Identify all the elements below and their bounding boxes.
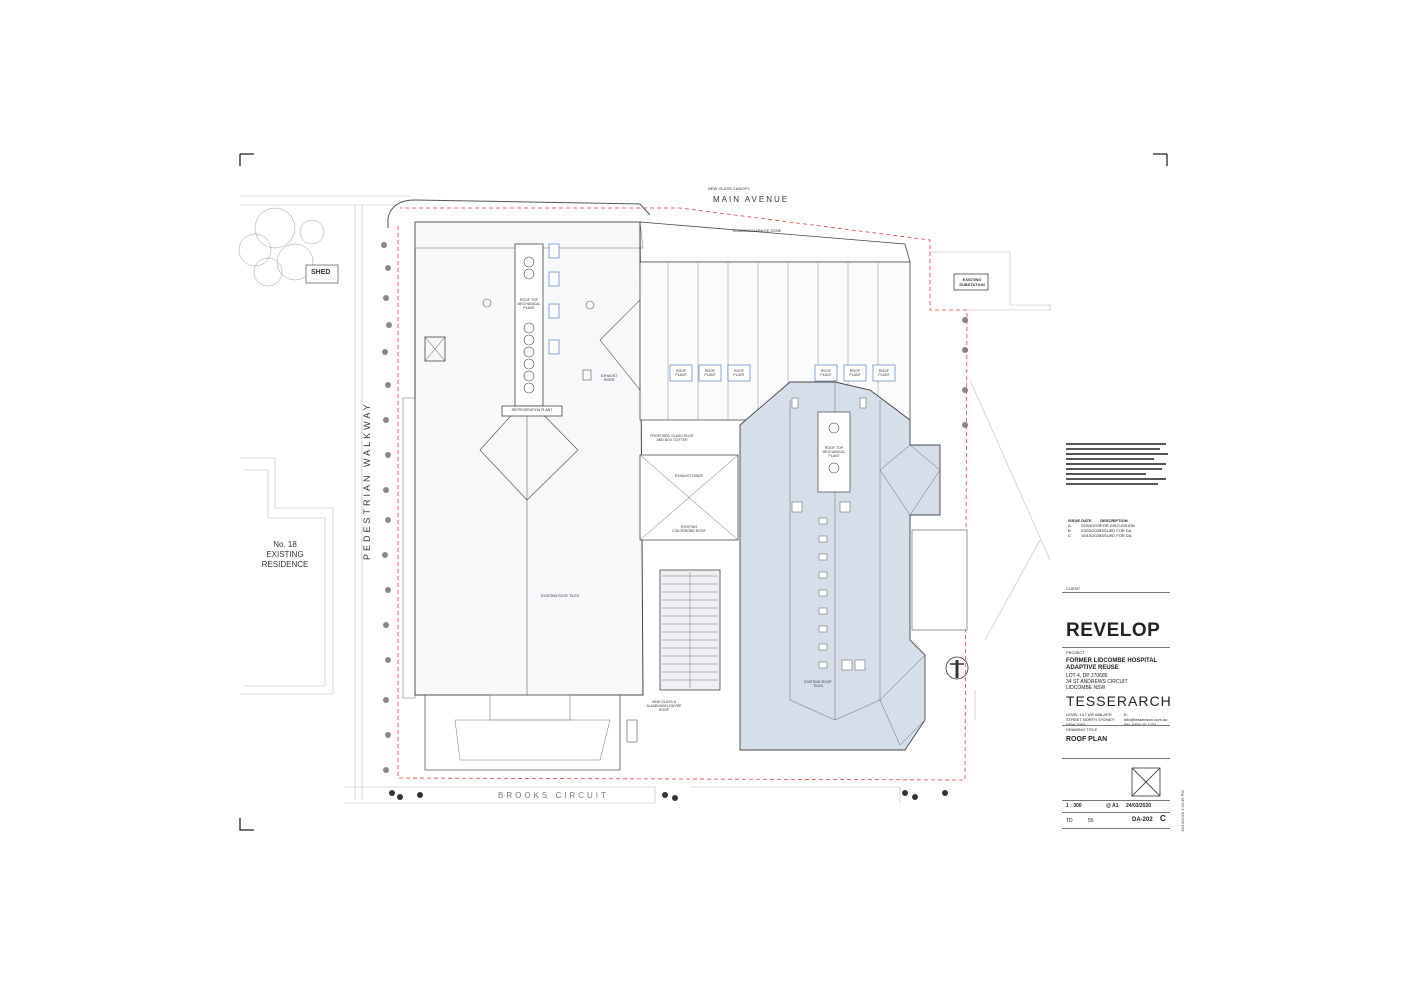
general-notes xyxy=(1066,440,1170,488)
west-roof-label: EXISTING ROOF TILES xyxy=(540,594,580,598)
issue-desc: FOR DISCUSSION xyxy=(1100,523,1135,528)
skylights xyxy=(791,397,867,671)
west-hvac-units xyxy=(548,243,560,355)
setback-note: LOADING/GARAGE ZONE xyxy=(733,228,782,233)
walkway-label: PEDESTRIAN WALKWAY xyxy=(362,401,372,560)
substation-line1: EXISTING xyxy=(962,277,982,282)
issue-row: C 15/10/2020 ISSUED FOR DA xyxy=(1068,533,1135,538)
issue-col-rev: ISSUE xyxy=(1068,518,1081,523)
project-number: TD xyxy=(1066,818,1073,824)
tree-canopy xyxy=(238,207,325,287)
sheet-number: 55 xyxy=(1088,818,1094,824)
architect-address: LEVEL 14 / 100 WALKER STREET NORTH SYDNE… xyxy=(1066,712,1115,727)
roof-unit-label-4: ROOF PLANT xyxy=(820,369,832,377)
issue-table: ISSUE DATE DESCRIPTION A 02/03/2020 FOR … xyxy=(1068,518,1135,538)
east-roof-label: EXISTING ROOF TILES xyxy=(804,680,832,688)
drawing-number: DA-202 xyxy=(1132,817,1153,823)
issue-header: ISSUE DATE DESCRIPTION xyxy=(1068,518,1135,523)
street-plants xyxy=(389,790,948,801)
shed-outline xyxy=(305,264,339,284)
west-plant-label: ROOF TOP MECHANICAL PLANT xyxy=(517,298,541,310)
scale: 1 : 300 xyxy=(1066,803,1082,809)
project-caption: PROJECT xyxy=(1066,650,1085,655)
substation-label: EXISTING SUBSTATION xyxy=(955,277,989,287)
issue-rev: B xyxy=(1068,528,1071,533)
crop-mark-tl xyxy=(239,153,254,166)
architect-logo: TESSERARCH xyxy=(1066,693,1172,709)
architect-contact: E: info@tesserarch.com.au PH: 8459 20 12… xyxy=(1124,712,1168,727)
refrigeration-label: REFRIGERATION PLANT xyxy=(511,408,553,412)
roof-unit-label-3: ROOF PLANT xyxy=(733,369,745,377)
sheet-size: @ A1 xyxy=(1106,803,1119,809)
north-arrow-title xyxy=(1131,767,1161,797)
drawing-caption: DRAWING TITLE xyxy=(1066,727,1098,732)
client-name: REVELOP xyxy=(1066,620,1161,641)
issue-rev: A xyxy=(1068,523,1071,528)
canopy-outline xyxy=(387,199,651,228)
roof-unit-label-1: ROOF PLANT xyxy=(675,369,687,377)
west-exhaust-label: EXHAUST RISER xyxy=(600,374,618,382)
street-name-top: MAIN AVENUE xyxy=(713,195,790,204)
issue-date: 02/03/2020 xyxy=(1081,523,1102,528)
issue-row: B 23/03/2020 ISSUED FOR DA xyxy=(1068,528,1135,533)
title-block: ISSUE DATE DESCRIPTION A 02/03/2020 FOR … xyxy=(1062,440,1174,840)
issue-date: 24/03/2020 xyxy=(1126,803,1152,809)
neighbour-line1: No. 18 xyxy=(273,540,297,549)
issue-date: 15/10/2020 xyxy=(1081,533,1102,538)
print-stamp: 15/10/2020 3:30:45 PM xyxy=(1180,790,1185,832)
issue-col-date: DATE xyxy=(1081,518,1092,523)
north-arrow-site xyxy=(945,656,969,680)
crop-mark-tr xyxy=(1153,153,1168,166)
east-wing xyxy=(739,380,968,751)
site-boundary xyxy=(397,207,968,781)
project-line4: 34 ST ANDREWS CIRCUIT xyxy=(1066,679,1128,685)
canopy-note: NEW GLASS CANOPY xyxy=(708,186,750,191)
issue-row: A 02/03/2020 FOR DISCUSSION xyxy=(1068,523,1135,528)
roof-unit-label-6: ROOF PLANT xyxy=(878,369,890,377)
neighbour-line3: RESIDENCE xyxy=(261,560,309,569)
substation-outline xyxy=(953,273,989,291)
roof-unit-label-5: ROOF PLANT xyxy=(849,369,861,377)
centre-wing xyxy=(599,221,911,691)
project-line5: LIDCOMBE NSW xyxy=(1066,685,1106,691)
issue-rev: C xyxy=(1068,533,1071,538)
louvre-label: NEW GLASS & ALUMINIUM LOUVRE ROOF xyxy=(646,700,682,712)
shed-label: SHED xyxy=(311,269,331,276)
glass-roof-label: PROPOSED GLASS ROOF AND BOX GUTTER xyxy=(650,434,694,442)
issue-col-desc: DESCRIPTION xyxy=(1100,518,1128,523)
drawing-title: ROOF PLAN xyxy=(1066,736,1108,743)
issue-desc: ISSUED FOR DA xyxy=(1100,533,1132,538)
louvres xyxy=(662,572,718,688)
east-plant-label: ROOF TOP MECHANICAL PLANT xyxy=(822,446,846,458)
roof-unit-label-2: ROOF PLANT xyxy=(704,369,716,377)
plant-fans xyxy=(523,256,535,394)
issue-desc: ISSUED FOR DA xyxy=(1100,528,1132,533)
project-line2: ADAPTIVE REUSE xyxy=(1066,665,1119,671)
project-line1: FORMER LIDCOMBE HOSPITAL xyxy=(1066,658,1158,664)
revision-letter: C xyxy=(1160,814,1166,823)
site-context xyxy=(240,195,1051,804)
street-name-bottom: BROOKS CIRCUIT xyxy=(498,791,609,800)
centre-hvac-units xyxy=(669,364,896,382)
centre-exhaust-label: EXHAUST RISER xyxy=(674,474,704,478)
colorbond-label: EXISTING COLORBOND ROOF xyxy=(672,525,706,533)
neighbour-line2: EXISTING xyxy=(266,550,304,559)
substation-line2: SUBSTATION xyxy=(959,282,985,287)
project-line3: LOT 4, DP 270685 xyxy=(1066,673,1108,679)
hedge xyxy=(381,242,968,773)
crop-mark-bl xyxy=(239,818,254,831)
neighbour-label: No. 18 EXISTING RESIDENCE xyxy=(255,540,315,570)
client-caption: CLIENT xyxy=(1066,586,1081,591)
west-wing xyxy=(402,221,644,771)
issue-date: 23/03/2020 xyxy=(1081,528,1102,533)
